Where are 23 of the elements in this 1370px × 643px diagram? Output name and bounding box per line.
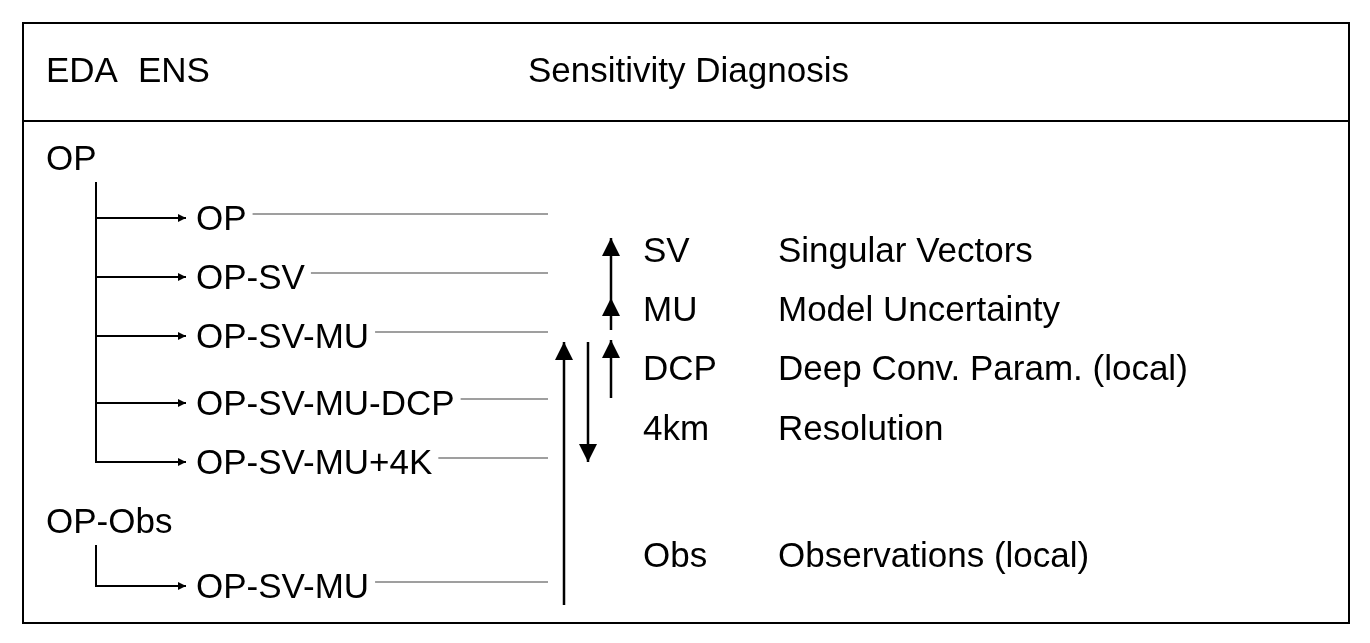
arrow [95,544,187,590]
column-header: ENS [138,49,210,91]
description: Deep Conv. Param. (local) [778,347,1188,389]
experiment-label: OP [196,196,247,240]
abbreviation: MU [643,288,698,330]
experiment-label: OP-SV-MU [196,314,370,358]
abbreviation: Obs [643,534,708,576]
experiment-label: OP-SV [196,255,305,299]
column-header: Sensitivity Diagnosis [528,49,849,91]
experiment-label: OP-SV-MU+4K [196,440,433,484]
abbreviation: 4km [643,407,710,449]
description: Resolution [778,407,944,449]
abbreviation: SV [643,229,690,271]
arrow [95,181,187,466]
experiment-label: OP-SV-MU-DCP [196,381,455,425]
description: Model Uncertainty [778,288,1061,330]
description: Observations (local) [778,534,1090,576]
description: Singular Vectors [778,229,1033,271]
experiment-label: OP [46,136,97,180]
experiment-label: OP-SV-MU [196,564,370,608]
experiment-label: OP-Obs [46,499,173,543]
column-header: EDA [46,49,118,91]
abbreviation: DCP [643,347,717,389]
